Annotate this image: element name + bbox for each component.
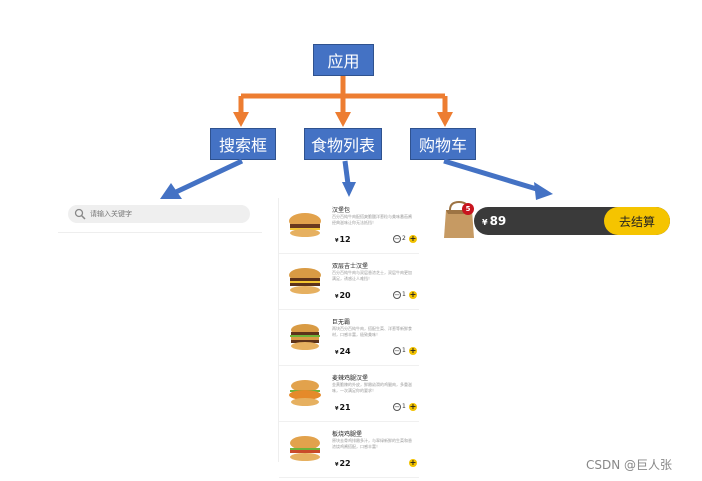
cart-count-badge: 5 (462, 203, 474, 215)
blue-arrows (174, 158, 541, 195)
food-desc: 两块百分百纯牛肉，搭配生菜、洋葱等新鲜食材，口感丰富，极致美味！ (332, 326, 412, 337)
node-search-box: 搜索框 (210, 128, 276, 160)
food-desc: 原块去骨鸡排嫩多汁，与翠绿新鲜的生菜和香浓烧鸡酱搭配，口感丰富！ (332, 438, 412, 449)
plus-button[interactable]: + (409, 290, 417, 299)
plus-button[interactable]: + (409, 458, 417, 467)
food-item: 板烧鸡腿堡 原块去骨鸡排嫩多汁，与翠绿新鲜的生菜和香浓烧鸡酱搭配，口感丰富！ ¥… (279, 422, 419, 478)
checkout-button[interactable]: 去结算 (604, 207, 670, 235)
plus-button[interactable]: + (409, 346, 417, 355)
food-price: ¥12 (335, 235, 351, 244)
food-list: 汉堡包 百分百纯牛肉配搭爽脆酸洋葱粒与美味番茄酱经典滋味让你无法抵挡！ ¥12 … (278, 198, 419, 478)
food-price: ¥21 (335, 403, 351, 412)
plus-button[interactable]: + (409, 234, 417, 243)
burger-image (290, 436, 320, 461)
food-name: 双层吉士汉堡 (332, 263, 369, 270)
tree-connectors (238, 76, 448, 114)
food-name: 巨无霸 (332, 319, 351, 326)
search-bar: 请输入关键字 (58, 198, 262, 233)
plus-button[interactable]: + (409, 402, 417, 411)
food-qty: 2 (402, 235, 406, 242)
minus-button[interactable]: − (393, 235, 401, 243)
minus-button[interactable]: − (393, 347, 401, 355)
food-name: 板烧鸡腿堡 (332, 431, 363, 438)
food-qty: 1 (402, 347, 406, 354)
minus-button[interactable]: − (393, 291, 401, 299)
node-food-list: 食物列表 (304, 128, 382, 160)
food-item: 双层吉士汉堡 百分百纯牛肉与双层香浓芝士，双层牛肉更加满足，诱惑让人难挡！ ¥2… (279, 254, 419, 310)
food-price: ¥22 (335, 459, 351, 468)
search-input[interactable]: 请输入关键字 (68, 205, 250, 223)
food-desc: 百分百纯牛肉配搭爽脆酸洋葱粒与美味番茄酱经典滋味让你无法抵挡！ (332, 214, 412, 225)
food-item: 汉堡包 百分百纯牛肉配搭爽脆酸洋葱粒与美味番茄酱经典滋味让你无法抵挡！ ¥12 … (279, 198, 419, 254)
watermark: CSDN @巨人张 (586, 458, 673, 472)
root-node: 应用 (313, 44, 374, 76)
food-item: 巨无霸 两块百分百纯牛肉，搭配生菜、洋葱等新鲜食材，口感丰富，极致美味！ ¥24… (279, 310, 419, 366)
food-name: 麦辣鸡腿汉堡 (332, 375, 369, 382)
search-placeholder: 请输入关键字 (90, 210, 132, 218)
food-name: 汉堡包 (332, 207, 351, 214)
node-cart: 购物车 (410, 128, 476, 160)
burger-image (289, 213, 321, 237)
minus-button[interactable]: − (393, 403, 401, 411)
cart-total: ¥89 (482, 214, 507, 228)
food-price: ¥24 (335, 347, 351, 356)
food-item: 麦辣鸡腿汉堡 金黄脆辣的外皮，鲜嫩幼滑的鸡腿肉，多重滋味，一次满足你的要求！ ¥… (279, 366, 419, 422)
tree-arrowheads (233, 112, 453, 127)
food-qty: 1 (402, 291, 406, 298)
food-price: ¥20 (335, 291, 351, 300)
burger-image (290, 324, 320, 350)
food-desc: 金黄脆辣的外皮，鲜嫩幼滑的鸡腿肉，多重滋味，一次满足你的要求！ (332, 382, 412, 393)
burger-image (289, 380, 321, 406)
search-icon (74, 208, 86, 220)
food-qty: 1 (402, 403, 406, 410)
food-desc: 百分百纯牛肉与双层香浓芝士，双层牛肉更加满足，诱惑让人难挡！ (332, 270, 412, 281)
burger-image (289, 268, 321, 294)
